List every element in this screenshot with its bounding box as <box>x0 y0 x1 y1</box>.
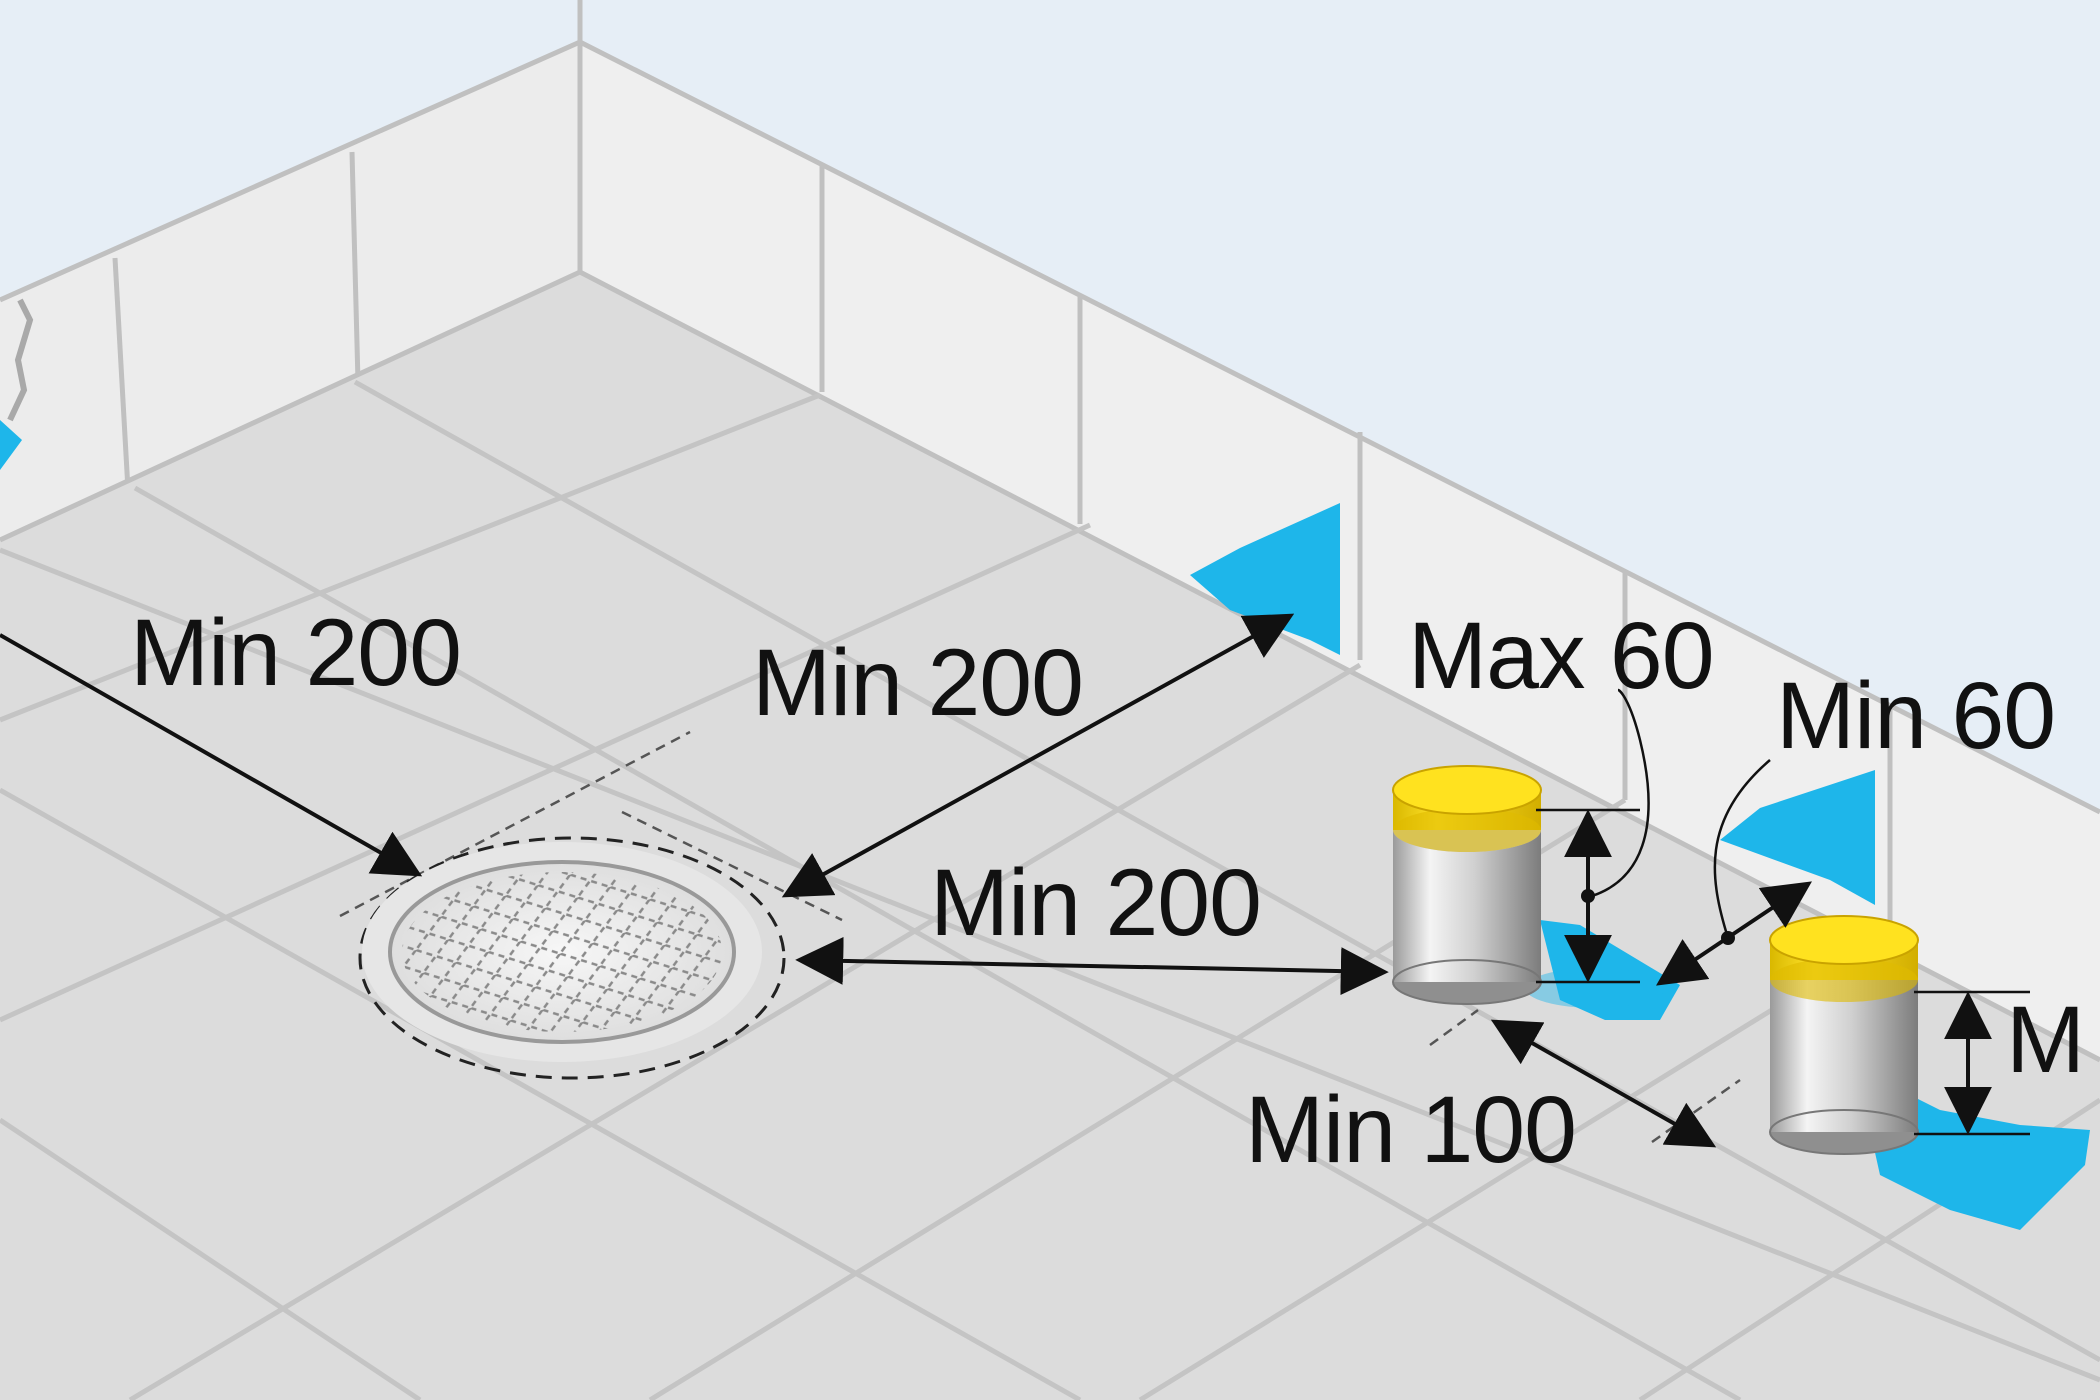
dimension-lines <box>0 613 2030 1148</box>
label-cut-m: M <box>2006 987 2084 1093</box>
floor-drain-icon <box>339 730 843 1080</box>
label-min-200-mid: Min 200 <box>930 850 1261 956</box>
wall-tile-joints <box>112 42 1893 936</box>
left-wall <box>0 42 580 540</box>
pipe-penetration-icon <box>1392 765 1741 1144</box>
label-min-60: Min 60 <box>1776 663 2055 769</box>
wall-cut-edge <box>7 298 34 422</box>
label-max-60: Max 60 <box>1408 603 1714 709</box>
label-min-200-left: Min 200 <box>130 600 461 706</box>
label-min-200-top: Min 200 <box>752 630 1083 736</box>
membrane-corner-left <box>0 420 22 470</box>
label-min-100: Min 100 <box>1245 1077 1576 1183</box>
floor-wall-joint <box>0 269 2100 1063</box>
